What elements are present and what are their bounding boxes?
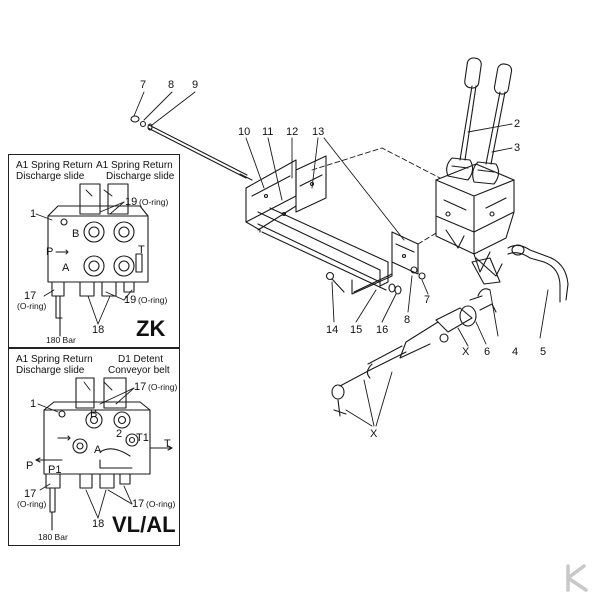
valve-vlal (35, 377, 173, 531)
cable-guide (471, 257, 501, 337)
zk-callout-17-oring: (O-ring) (17, 301, 47, 311)
callout-12: 12 (286, 126, 299, 138)
callout-15: 15 (350, 324, 363, 336)
zk-header-left-line2: Discharge slide (16, 171, 85, 182)
zk-callout-18: 18 (92, 324, 105, 336)
joystick-housing (435, 57, 515, 277)
vlal-port-t1: T1 (136, 432, 149, 444)
watermark-logo (566, 564, 588, 592)
leaders-fasteners (331, 275, 429, 323)
damper-assembly (331, 288, 497, 427)
zk-port-a: A (62, 262, 70, 274)
callout-x-rod: X (370, 428, 378, 440)
callout-6: 6 (484, 346, 491, 358)
zk-variant-label: ZK (136, 316, 166, 341)
vlal-port-t: T (164, 438, 171, 450)
zk-callout-19-top: 19 (125, 196, 138, 208)
control-rod (130, 115, 253, 181)
vlal-callout-17-left-oring: (O-ring) (17, 499, 47, 509)
leaders-bracket (245, 137, 405, 241)
vlal-port-a: A (94, 444, 102, 456)
zk-callout-19-bottom-oring: (O-ring) (138, 295, 168, 305)
vlal-callout-17-right: 17 (132, 498, 145, 510)
vlal-header-right-line2: Conveyor belt (108, 365, 170, 376)
callout-14: 14 (326, 324, 339, 336)
callout-7-bottom: 7 (424, 294, 431, 306)
zk-port-t: T (138, 244, 145, 256)
leaders-top (133, 91, 196, 126)
alignment-dashes (311, 147, 441, 245)
callout-4: 4 (512, 346, 519, 358)
panel-vlal (8, 348, 180, 546)
vlal-header-left-line2: Discharge slide (16, 365, 85, 376)
panel-zk (8, 154, 180, 348)
zk-header-left-line1: A1 Spring Return (16, 160, 93, 171)
vlal-callout-17-left: 17 (24, 488, 37, 500)
vlal-pressure: 180 Bar (38, 532, 68, 542)
vlal-variant-label: VL/AL (112, 512, 176, 537)
cable (507, 244, 569, 339)
vlal-port-2: 2 (116, 428, 123, 440)
vlal-port-p1: P1 (48, 464, 62, 476)
callout-2: 2 (514, 118, 521, 130)
zk-callout-1: 1 (30, 208, 37, 220)
vlal-header-right-line1: D1 Detent (118, 354, 164, 365)
zk-callout-17: 17 (24, 290, 37, 302)
leaders-lever (467, 123, 513, 153)
vlal-port-p: P (26, 460, 34, 472)
callout-7-top: 7 (140, 79, 147, 91)
zk-pressure: 180 Bar (46, 335, 76, 345)
zk-header-right-line1: A1 Spring Return (96, 160, 173, 171)
vlal-port-b: B (90, 408, 98, 420)
vlal-callout-17-right-oring: (O-ring) (146, 499, 176, 509)
callout-16: 16 (376, 324, 389, 336)
callout-8-top: 8 (168, 79, 175, 91)
vlal-callout-18: 18 (92, 518, 105, 530)
zk-header-right-line2: Discharge slide (106, 171, 175, 182)
leaders-vlal (37, 381, 135, 519)
callout-8-bottom: 8 (404, 314, 411, 326)
callout-11: 11 (262, 126, 274, 138)
fasteners (325, 266, 426, 295)
callout-3: 3 (514, 142, 521, 154)
callout-9: 9 (192, 79, 199, 91)
zk-callout-19-top-oring: (O-ring) (139, 197, 169, 207)
vlal-header-left-line1: A1 Spring Return (16, 354, 93, 365)
callout-10: 10 (238, 126, 251, 138)
vlal-callout-17-top: 17 (134, 381, 147, 393)
vlal-callout-1: 1 (30, 398, 37, 410)
zk-port-b: B (72, 228, 80, 240)
callout-13: 13 (312, 126, 325, 138)
leaders-zk (35, 189, 133, 325)
zk-callout-19-bottom: 19 (124, 294, 137, 306)
valve-zk (47, 183, 149, 337)
callout-x-damper: X (462, 346, 470, 358)
vlal-callout-17-top-oring: (O-ring) (148, 382, 178, 392)
mounting-bracket (245, 155, 419, 295)
callout-5: 5 (540, 346, 547, 358)
zk-port-p: P (46, 246, 54, 258)
